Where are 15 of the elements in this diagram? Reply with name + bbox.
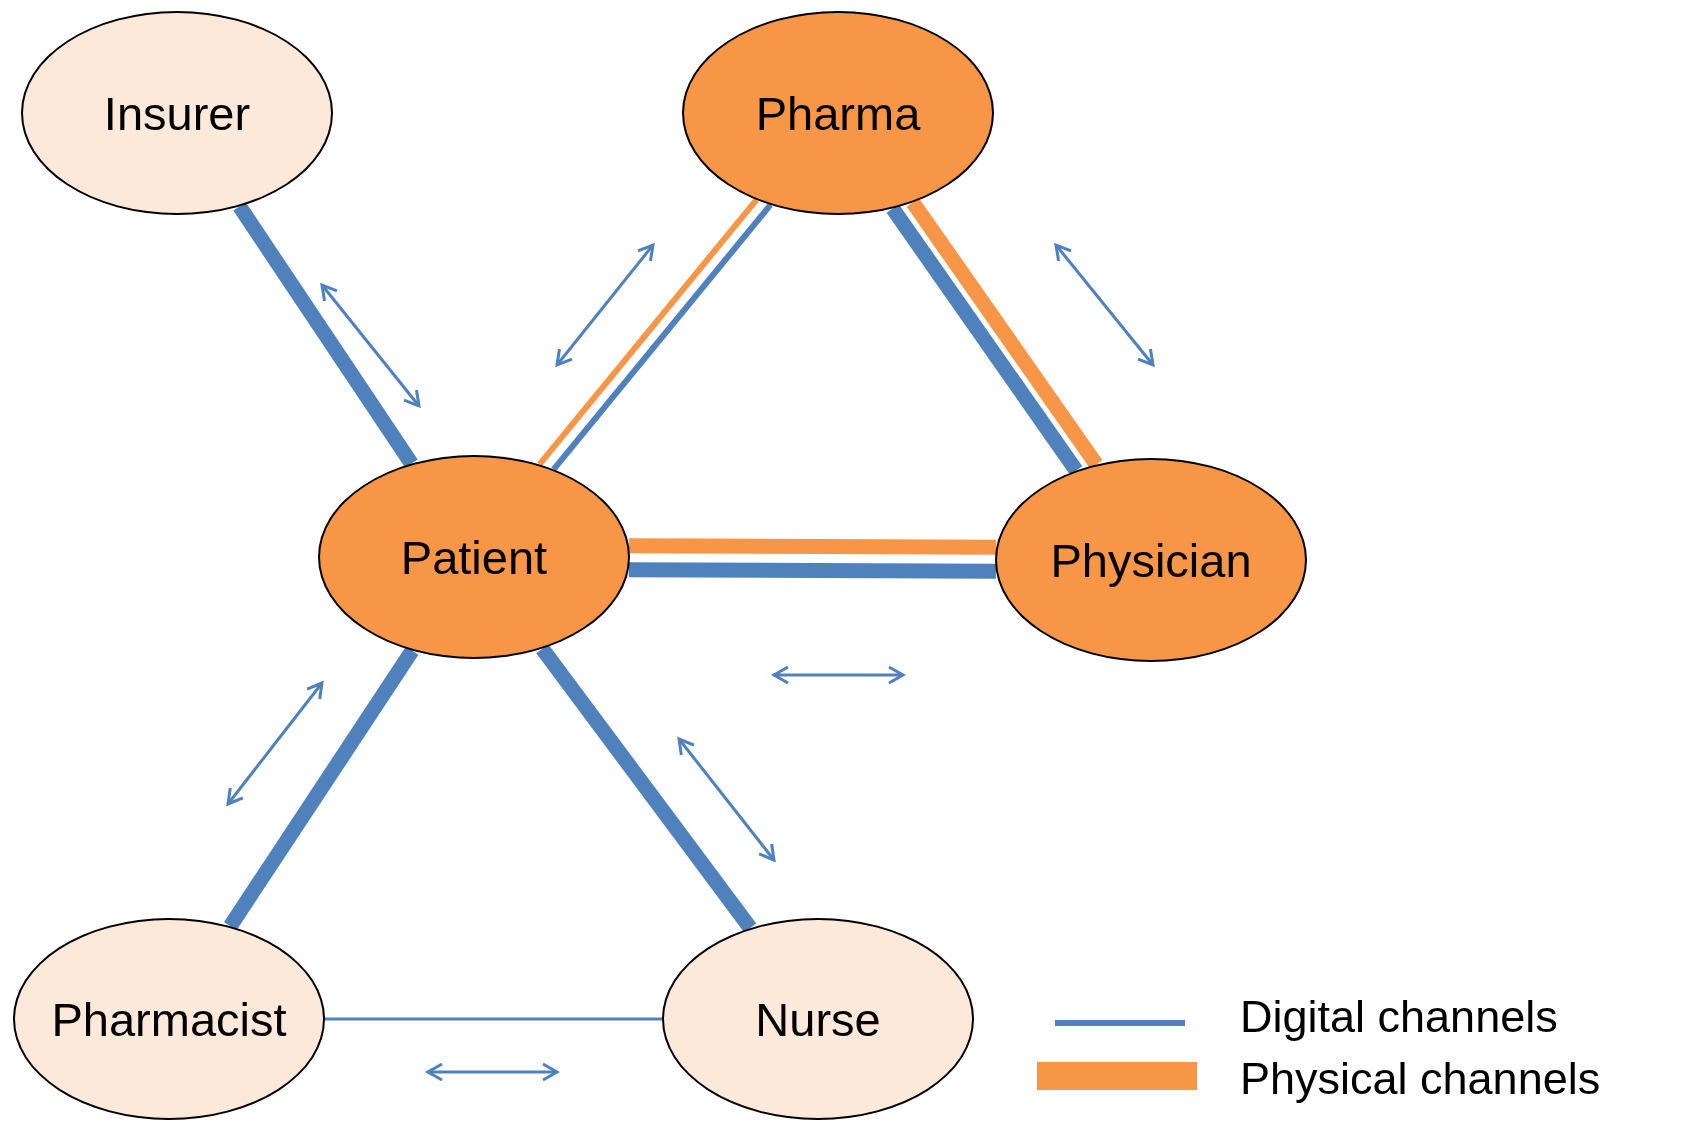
channel-line bbox=[536, 644, 757, 933]
node-label: Pharmacist bbox=[51, 995, 287, 1043]
channel-line bbox=[886, 204, 1083, 475]
node-label: Nurse bbox=[755, 995, 881, 1043]
node-label: Patient bbox=[400, 533, 548, 581]
legend-label: Physical channels bbox=[1240, 1056, 1601, 1101]
legend-label: Digital channels bbox=[1240, 994, 1558, 1039]
channel-line bbox=[629, 538, 997, 555]
node-label: Insurer bbox=[103, 89, 251, 137]
channel-line bbox=[233, 202, 418, 468]
node-label: Pharma bbox=[755, 89, 921, 137]
channel-line bbox=[224, 646, 419, 931]
channel-line bbox=[628, 562, 996, 579]
channel-line bbox=[325, 1017, 662, 1021]
channel-line bbox=[906, 198, 1103, 469]
